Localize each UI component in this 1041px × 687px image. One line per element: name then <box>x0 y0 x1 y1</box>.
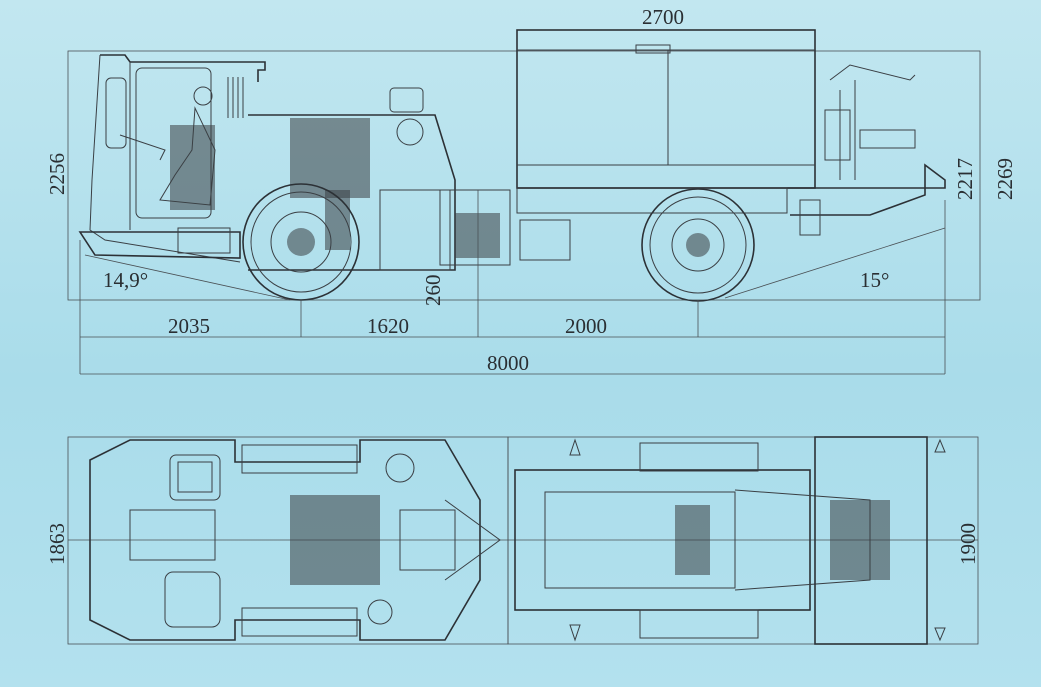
front-wheel-top-right <box>241 607 358 637</box>
rear-wheel <box>641 188 755 302</box>
dim-wheelbase-front: 1620 <box>367 314 409 338</box>
side-view: 2700 2256 2217 2269 14,9° 15° 260 2035 1… <box>45 5 1017 375</box>
dim-tank-height: 2217 <box>953 158 977 200</box>
dim-front-width: 1863 <box>45 523 69 565</box>
front-wheel-top-left <box>241 444 358 474</box>
water-tank <box>516 29 816 189</box>
front-unit-outline <box>89 439 481 641</box>
operator-head <box>193 86 213 106</box>
rear-chassis <box>516 64 946 261</box>
dim-wheelbase-rear: 2000 <box>565 314 607 338</box>
dim-front-angle: 14,9° <box>103 268 148 292</box>
top-view: 1863 1900 <box>45 436 980 645</box>
dim-overall-length: 8000 <box>487 351 529 375</box>
dim-front-overhang: 2035 <box>168 314 210 338</box>
dim-overall-height: 2269 <box>993 158 1017 200</box>
rear-wheel-top-left <box>639 442 759 472</box>
front-angle-line <box>84 254 291 301</box>
dim-cab-height: 2256 <box>45 153 69 195</box>
rear-angle-line <box>724 227 946 299</box>
dim-tank-length: 2700 <box>642 5 684 29</box>
dim-rear-angle: 15° <box>860 268 889 292</box>
dim-ground-clearance: 260 <box>421 275 445 307</box>
side-extent-box <box>67 50 981 301</box>
cab <box>78 54 266 263</box>
dim-rear-width: 1900 <box>956 523 980 565</box>
rear-wheel-top-right <box>639 609 759 639</box>
air-filter <box>389 87 424 113</box>
